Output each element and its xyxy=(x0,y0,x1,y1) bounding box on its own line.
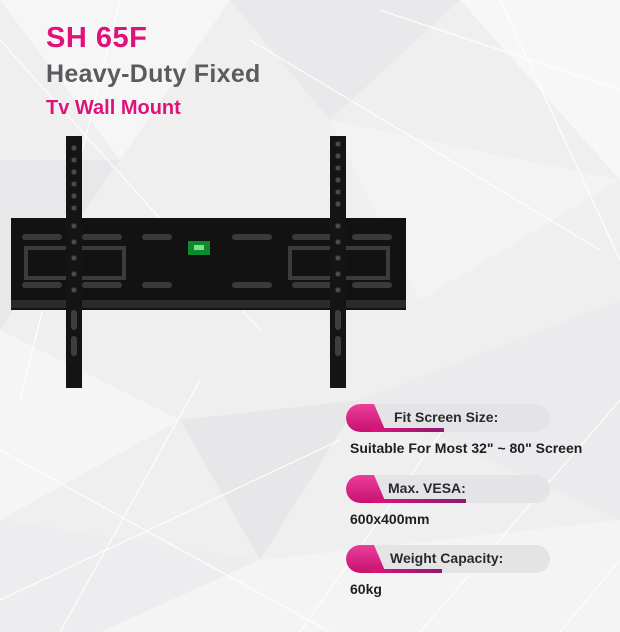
model-number: SH 65F xyxy=(46,22,148,54)
spec-value-max-vesa: 600x400mm xyxy=(350,511,430,527)
spec-label-max-vesa: Max. VESA: xyxy=(388,480,466,496)
spec-label-weight-capacity: Weight Capacity: xyxy=(390,550,504,566)
spec-pill-weight-capacity: Weight Capacity: xyxy=(346,545,550,573)
spec-value-fit-screen-size: Suitable For Most 32" ~ 80" Screen xyxy=(350,440,583,456)
spec-value-weight-capacity: 60kg xyxy=(350,581,382,597)
tv-wall-mount-image xyxy=(11,136,406,388)
pill-underline xyxy=(372,499,466,503)
product-subtitle: Tv Wall Mount xyxy=(46,97,181,119)
pill-underline xyxy=(372,428,444,432)
product-title: Heavy-Duty Fixed xyxy=(46,60,261,88)
spec-pill-fit-screen-size: Fit Screen Size: xyxy=(346,404,550,432)
pill-underline xyxy=(372,569,442,573)
spec-label-fit-screen-size: Fit Screen Size: xyxy=(394,409,499,425)
spec-pill-max-vesa: Max. VESA: xyxy=(346,475,550,503)
